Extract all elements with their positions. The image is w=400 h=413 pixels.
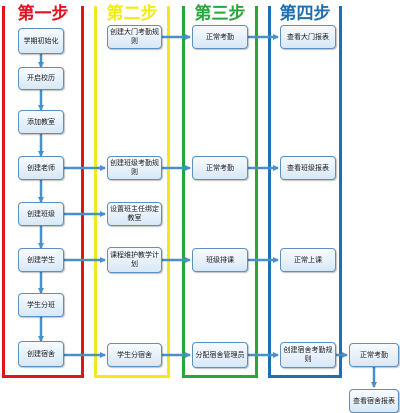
node-add-classroom: 添加教室: [18, 110, 64, 134]
stage-2-frame: 第二步: [94, 5, 170, 378]
stage-2-title: 第二步: [97, 5, 167, 23]
node-set-head-teacher: 设置班主任绑定教室: [107, 202, 162, 226]
stage-1-frame: 第一步: [2, 5, 84, 378]
node-init-term: 学期初始化: [18, 28, 64, 54]
node-normal-attendance-3: 正常考勤: [349, 343, 399, 367]
stage-3-title: 第三步: [185, 5, 255, 23]
stage-4-title: 第四步: [271, 5, 339, 23]
node-normal-attendance-1: 正常考勤: [192, 25, 248, 49]
node-open-calendar: 开启校历: [18, 67, 64, 90]
node-create-class: 创建班级: [18, 202, 64, 226]
node-view-dorm-report: 查看宿舍报表: [349, 389, 399, 413]
node-assign-dorm: 学生分宿舍: [107, 343, 162, 367]
stage-1-title: 第一步: [5, 5, 81, 23]
stage-4-frame: 第四步: [268, 5, 342, 378]
node-course-plan: 课程维护教学计划: [107, 247, 162, 273]
stage-3-frame: 第三步: [182, 5, 258, 378]
flow-arrows: [38, 34, 377, 388]
node-view-class-report: 查看班级报表: [280, 156, 336, 180]
node-create-teacher: 创建老师: [18, 156, 64, 180]
node-normal-attendance-2: 正常考勤: [192, 156, 248, 180]
node-normal-class: 正常上课: [280, 248, 336, 272]
node-gate-attendance-rule: 创建大门考勤规则: [107, 25, 162, 49]
node-assign-dorm-manager: 分配宿舍管理员: [192, 342, 248, 368]
node-create-student: 创建学生: [18, 248, 64, 272]
node-view-gate-report: 查看大门报表: [280, 25, 336, 49]
node-assign-student-class: 学生分班: [18, 293, 64, 317]
node-class-attendance-rule: 创建班级考勤规则: [107, 156, 162, 180]
node-create-dorm-attendance-rule: 创建宿舍考勤规则: [280, 342, 336, 368]
node-create-dorm: 创建宿舍: [18, 341, 64, 367]
node-class-schedule: 班级排课: [192, 248, 248, 272]
